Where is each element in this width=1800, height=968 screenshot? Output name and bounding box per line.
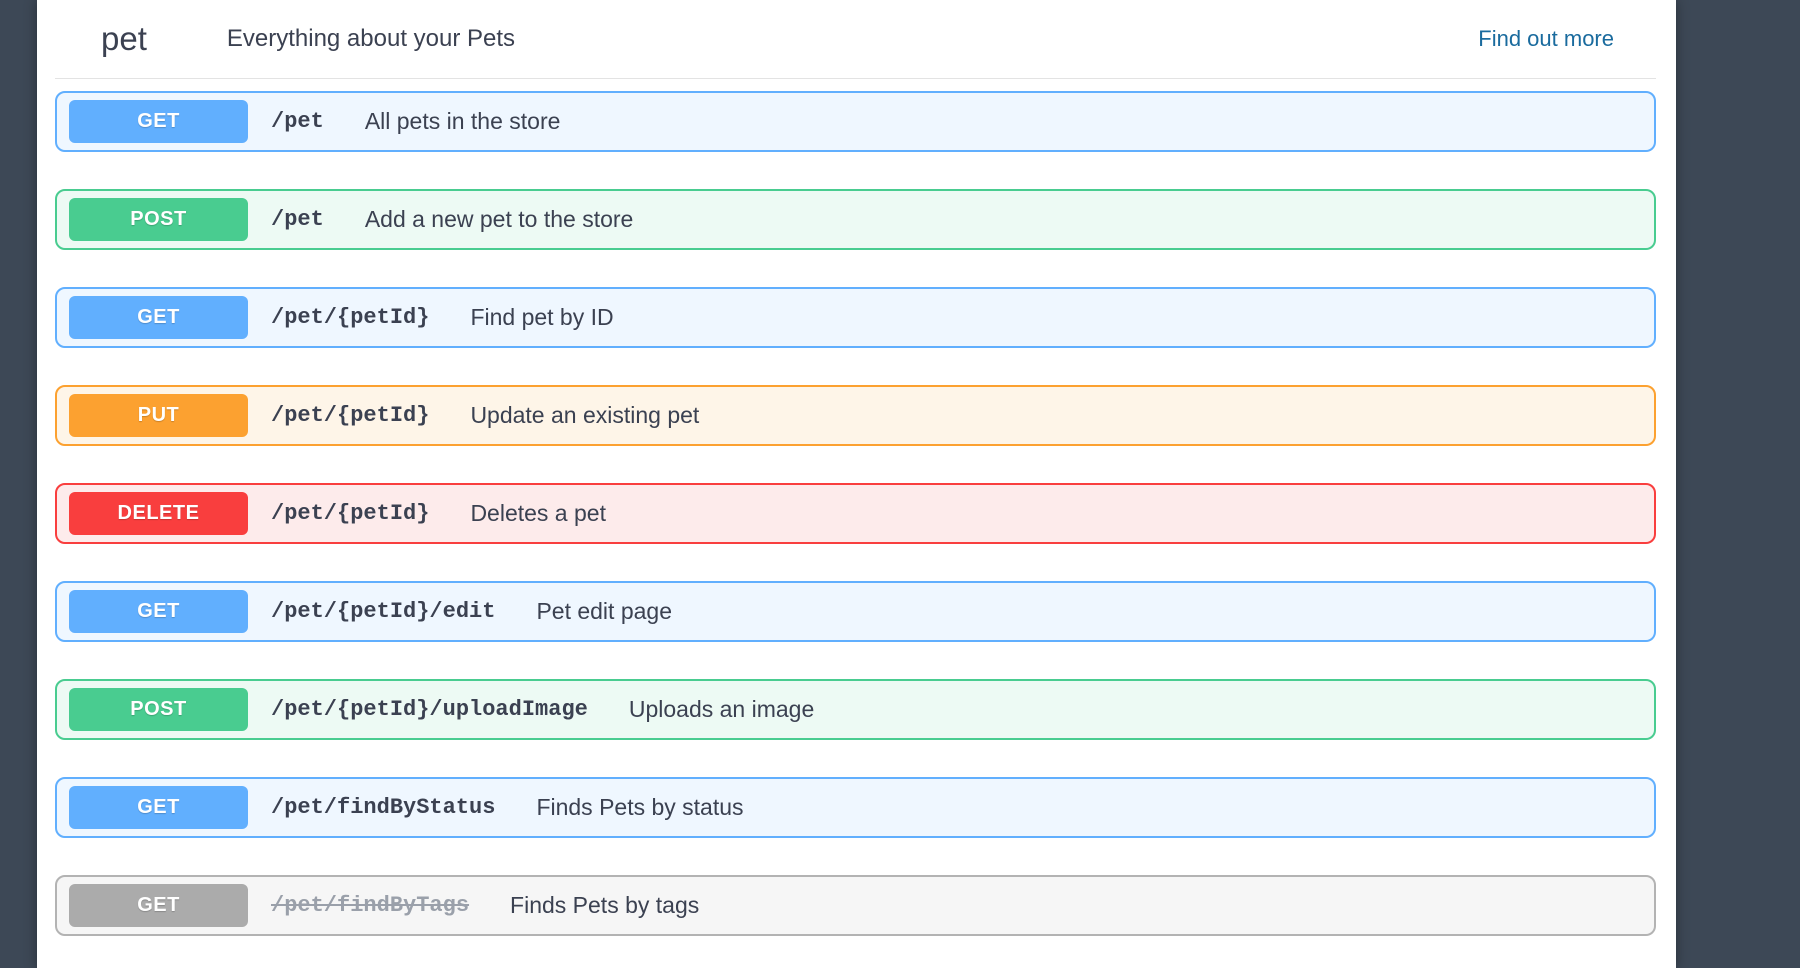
operation-row[interactable]: GET /pet/{petId} Find pet by ID — [55, 287, 1656, 348]
api-tag-section: pet Everything about your Pets Find out … — [37, 0, 1676, 968]
tag-header: pet Everything about your Pets Find out … — [55, 0, 1656, 79]
op-summary: All pets in the store — [364, 108, 561, 134]
method-badge: GET — [69, 296, 248, 339]
op-summary: Finds Pets by status — [536, 794, 744, 820]
op-path: /pet — [271, 109, 324, 134]
operation-row[interactable]: PUT /pet/{petId} Update an existing pet — [55, 385, 1656, 446]
op-summary: Find pet by ID — [470, 304, 614, 330]
op-path: /pet/{petId} — [271, 501, 430, 526]
op-path: /pet/findByTags — [271, 893, 470, 918]
operation-row[interactable]: GET /pet/findByTags Finds Pets by tags — [55, 875, 1656, 936]
op-path: /pet/{petId}/edit — [271, 599, 496, 624]
tag-title[interactable]: pet — [101, 20, 147, 57]
op-path: /pet/{petId} — [271, 403, 430, 428]
op-path: /pet/findByStatus — [271, 795, 496, 820]
op-summary: Add a new pet to the store — [364, 206, 634, 232]
find-out-more-link[interactable]: Find out more — [1478, 26, 1614, 51]
operation-row[interactable]: POST /pet/{petId}/uploadImage Uploads an… — [55, 679, 1656, 740]
method-badge: GET — [69, 786, 248, 829]
method-badge: DELETE — [69, 492, 248, 535]
operation-row[interactable]: GET /pet All pets in the store — [55, 91, 1656, 152]
op-path: /pet/{petId} — [271, 305, 430, 330]
method-badge: GET — [69, 884, 248, 927]
operation-row[interactable]: POST /pet Add a new pet to the store — [55, 189, 1656, 250]
method-badge: GET — [69, 100, 248, 143]
op-summary: Deletes a pet — [470, 500, 606, 526]
method-badge: PUT — [69, 394, 248, 437]
tag-description: Everything about your Pets — [226, 25, 516, 52]
op-path: /pet/{petId}/uploadImage — [271, 697, 588, 722]
op-summary: Uploads an image — [628, 696, 815, 722]
method-badge: POST — [69, 198, 248, 241]
operation-row[interactable]: GET /pet/findByStatus Finds Pets by stat… — [55, 777, 1656, 838]
op-path: /pet — [271, 207, 324, 232]
op-summary: Pet edit page — [536, 598, 672, 624]
op-summary: Update an existing pet — [470, 402, 700, 428]
method-badge: POST — [69, 688, 248, 731]
operation-row[interactable]: DELETE /pet/{petId} Deletes a pet — [55, 483, 1656, 544]
operation-row[interactable]: GET /pet/{petId}/edit Pet edit page — [55, 581, 1656, 642]
method-badge: GET — [69, 590, 248, 633]
op-summary: Finds Pets by tags — [510, 892, 700, 918]
operations-list: GET /pet All pets in the store POST /pet… — [37, 79, 1676, 936]
